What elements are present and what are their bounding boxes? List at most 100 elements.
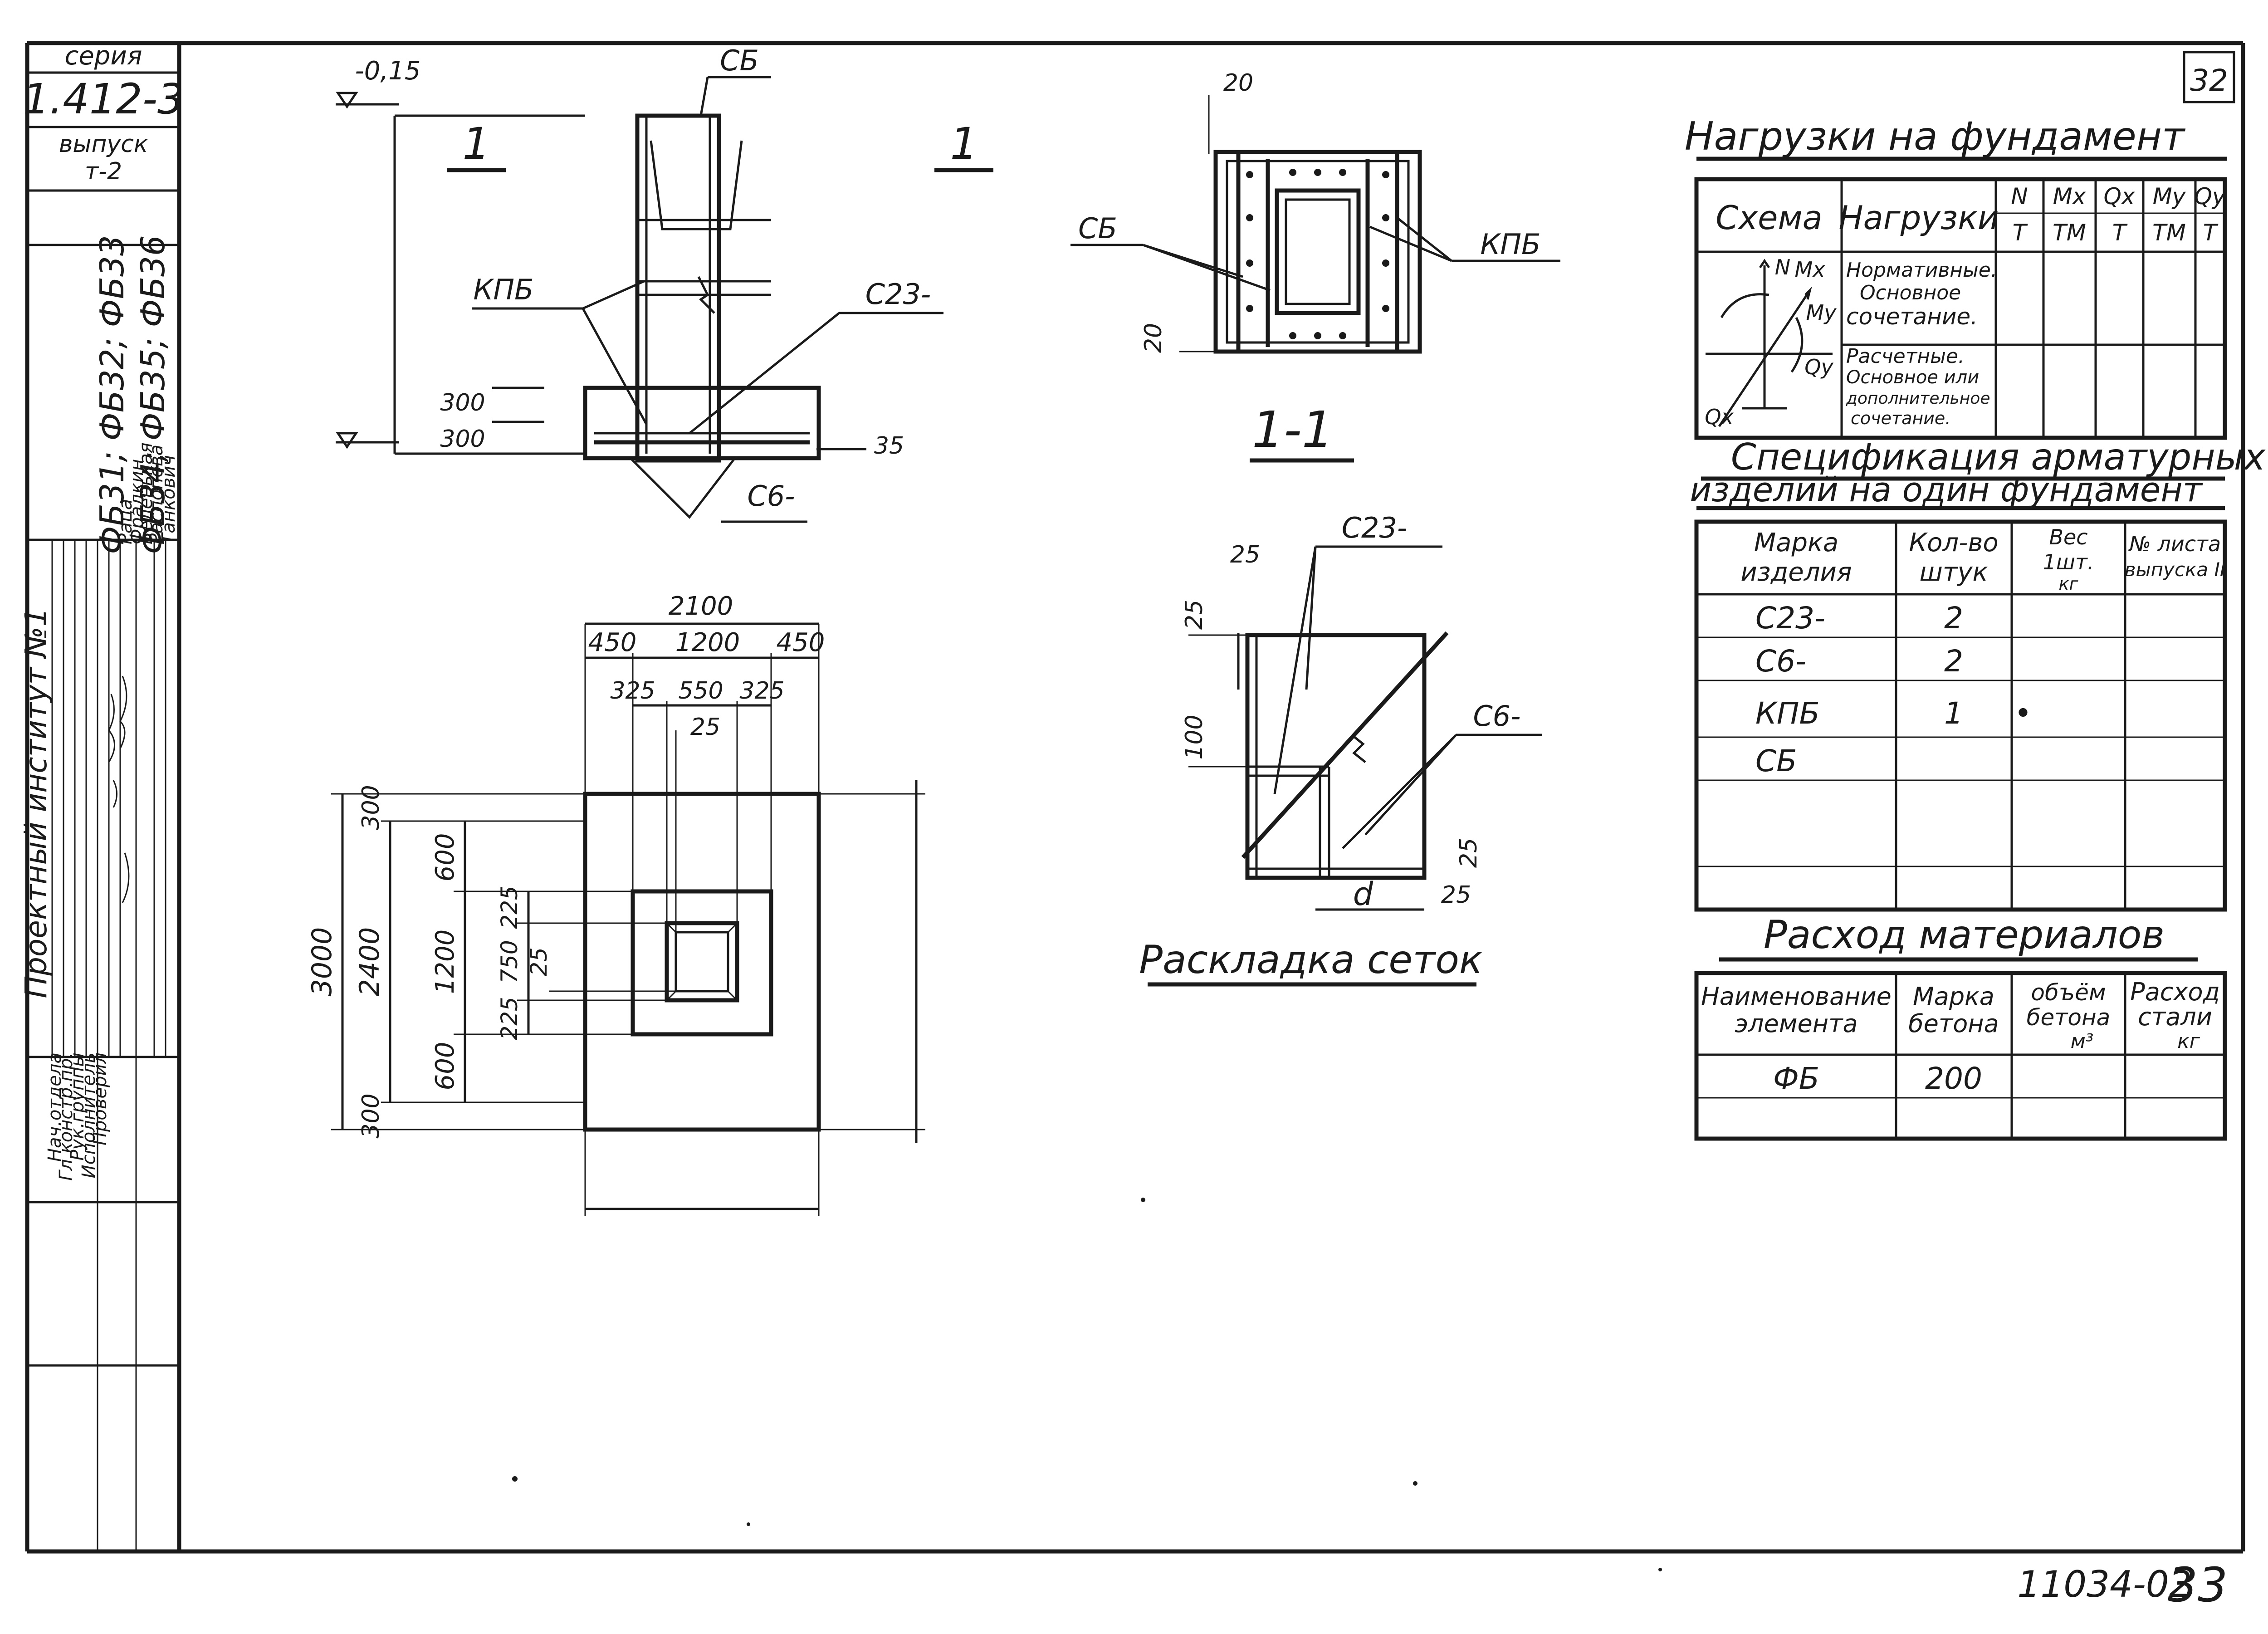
sheet-number-box: 32 <box>2183 51 2235 103</box>
materials-header-grade: Марка <box>1913 982 1994 1011</box>
loads-col-name: Qx <box>2104 183 2135 210</box>
loads-col-unit: Т <box>2013 220 2028 246</box>
loads-col-unit: ТМ <box>2053 220 2086 246</box>
loads-col-name: Qy <box>2195 183 2226 210</box>
loads-row-text: сочетание. <box>1851 408 1950 428</box>
loads-schema-diagram: N Mx My Qy Qx <box>1705 255 1837 429</box>
staff-signatures <box>108 675 130 903</box>
plan-dim-325-right: 325 <box>739 677 784 704</box>
plan-dim-600-top: 600 <box>430 833 460 882</box>
plan-dim-450-right: 450 <box>777 628 825 657</box>
staff-name: Фрадкин <box>127 459 147 544</box>
materials-header-grade: бетона <box>1908 1009 1999 1038</box>
staff-role: Проверил <box>90 1052 111 1145</box>
section-1-1: 20 20 СБ КПБ 1-1 <box>1070 69 1560 463</box>
staff-name: Раца <box>115 499 136 544</box>
plan-dim-25: 25 <box>690 714 720 741</box>
spec-header-weight: Вес <box>2049 525 2087 549</box>
materials-header-volume: м³ <box>2071 1030 2094 1053</box>
staff-role: Гл.констр.пр. <box>56 1052 77 1181</box>
mesh-dim-25-top: 25 <box>1230 541 1260 568</box>
sheet-number: 32 <box>2190 63 2228 98</box>
materials-cell-grade: 200 <box>1925 1061 1982 1096</box>
scan-specks <box>512 1198 1662 1571</box>
spec-header-weight: кг <box>2059 574 2079 594</box>
plan-dim-25-vertical: 25 <box>526 947 552 976</box>
materials-header-volume: объём <box>2031 979 2106 1006</box>
spec-header-weight: 1шт. <box>2043 550 2094 574</box>
materials-header-steel: кг <box>2177 1030 2200 1053</box>
staff-name: Беленькая <box>136 442 156 544</box>
spec-title-line-1: Спецификация арматурных <box>1731 436 2266 478</box>
plan-dim-600-bottom: 600 <box>430 1042 460 1091</box>
mesh-dim-d: d <box>1353 876 1374 913</box>
mesh-layout: 25 25 100 d 25 25 С23- С6- Раскладка сет… <box>1139 511 1542 987</box>
spec-header-sheet: выпуска II <box>2125 558 2226 581</box>
loads-col-unit: Т <box>2112 220 2128 246</box>
plan-dim-2100: 2100 <box>669 592 733 621</box>
loads-col-name: N <box>2011 183 2028 210</box>
loads-table: Нагрузки на фундамент Схема Нагрузки N Т… <box>1685 114 2227 440</box>
loads-row-text: Основное <box>1860 281 1961 304</box>
series-label: серия <box>65 41 142 71</box>
spec-cell-mark: С23- <box>1755 601 1825 636</box>
spec-header-sheet: № листа <box>2128 532 2221 556</box>
plan-dim-750: 750 <box>496 940 523 983</box>
staff-name: Танкович <box>158 455 179 544</box>
loads-col-unit: ТМ <box>2152 220 2186 246</box>
spec-cell-qty: 2 <box>1944 601 1963 636</box>
plan-dim-2400: 2400 <box>354 927 386 997</box>
mesh-label-c6: С6- <box>1473 700 1520 733</box>
loads-row-design: Расчетные. Основное или дополнительное с… <box>1846 345 1990 428</box>
materials-header-volume: бетона <box>2027 1004 2111 1031</box>
staff-name: Распопова <box>146 445 167 544</box>
schema-label-qx: Qx <box>1705 405 1734 429</box>
plan-dim-3000: 3000 <box>306 927 338 997</box>
institute-name: Проектный институт №1 <box>19 607 54 998</box>
schema-label-n: N <box>1775 255 1790 279</box>
staff-role: Исполнитель <box>78 1052 99 1178</box>
plan-dim-1200: 1200 <box>675 628 740 657</box>
elevation-label-sb: СБ <box>720 44 759 77</box>
loads-row-normative: Нормативные. Основное сочетание. <box>1846 259 1997 330</box>
materials-headers: Наименование элемента Марка бетона объём… <box>1701 978 2220 1053</box>
section-dim-20-top: 20 <box>1223 69 1253 97</box>
loads-title: Нагрузки на фундамент <box>1685 114 2186 159</box>
loads-column-headers: N Т Mx ТМ Qx Т My ТМ Qy Т <box>2011 183 2226 246</box>
spec-cell-mark: С6- <box>1755 644 1806 679</box>
loads-col-unit: Т <box>2203 220 2219 246</box>
section-mark-right: 1 <box>950 118 978 169</box>
staff-names: Раца Фрадкин Беленькая Распопова Танкови… <box>115 442 179 544</box>
plan-dim-325-left: 325 <box>610 677 655 704</box>
footer: 11034-02 33 <box>2017 1557 2228 1613</box>
mesh-dim-100: 100 <box>1181 714 1208 759</box>
materials-header-steel: Расход <box>2130 978 2220 1006</box>
materials-rows: ФБ 200 <box>1773 1061 1982 1096</box>
elevation-label-c6: С6- <box>747 479 795 513</box>
spec-cell-mark: КПБ <box>1755 696 1820 731</box>
section-mark-left: 1 <box>462 118 490 169</box>
materials-cell-name: ФБ <box>1773 1061 1819 1096</box>
mesh-label-c23: С23- <box>1342 511 1408 544</box>
schema-label-qy: Qy <box>1804 355 1833 379</box>
spec-cell-mark: СБ <box>1755 744 1797 778</box>
loads-row-text: Нормативные. <box>1846 259 1997 282</box>
spec-title-line-2: изделий на один фундамент <box>1690 470 2203 509</box>
schema-label-my: My <box>1806 300 1837 325</box>
designations-line-1: ФБ31; ФБ32; ФБ33 <box>93 235 131 554</box>
elevation-label-kpb: КПБ <box>473 273 533 306</box>
loads-row-text: Расчетные. <box>1846 345 1965 368</box>
spec-cell-qty: 2 <box>1944 644 1963 679</box>
spec-cell-qty: 1 <box>1944 696 1963 731</box>
section-dim-20-left: 20 <box>1140 323 1167 353</box>
spec-header-mark: изделия <box>1740 558 1852 587</box>
footer-page-number: 33 <box>2168 1557 2228 1613</box>
specification-table: Спецификация арматурных изделий на один … <box>1690 436 2266 912</box>
plan-dim-300-top: 300 <box>357 785 385 830</box>
mesh-dim-25-left: 25 <box>1181 600 1208 630</box>
plan-dim-225-bottom: 225 <box>496 997 523 1040</box>
issue-label: выпуск <box>59 131 148 158</box>
loads-header-loads: Нагрузки <box>1839 199 1999 237</box>
loads-row-text: сочетание. <box>1846 303 1978 330</box>
plan-dim-450-left: 450 <box>588 628 637 657</box>
